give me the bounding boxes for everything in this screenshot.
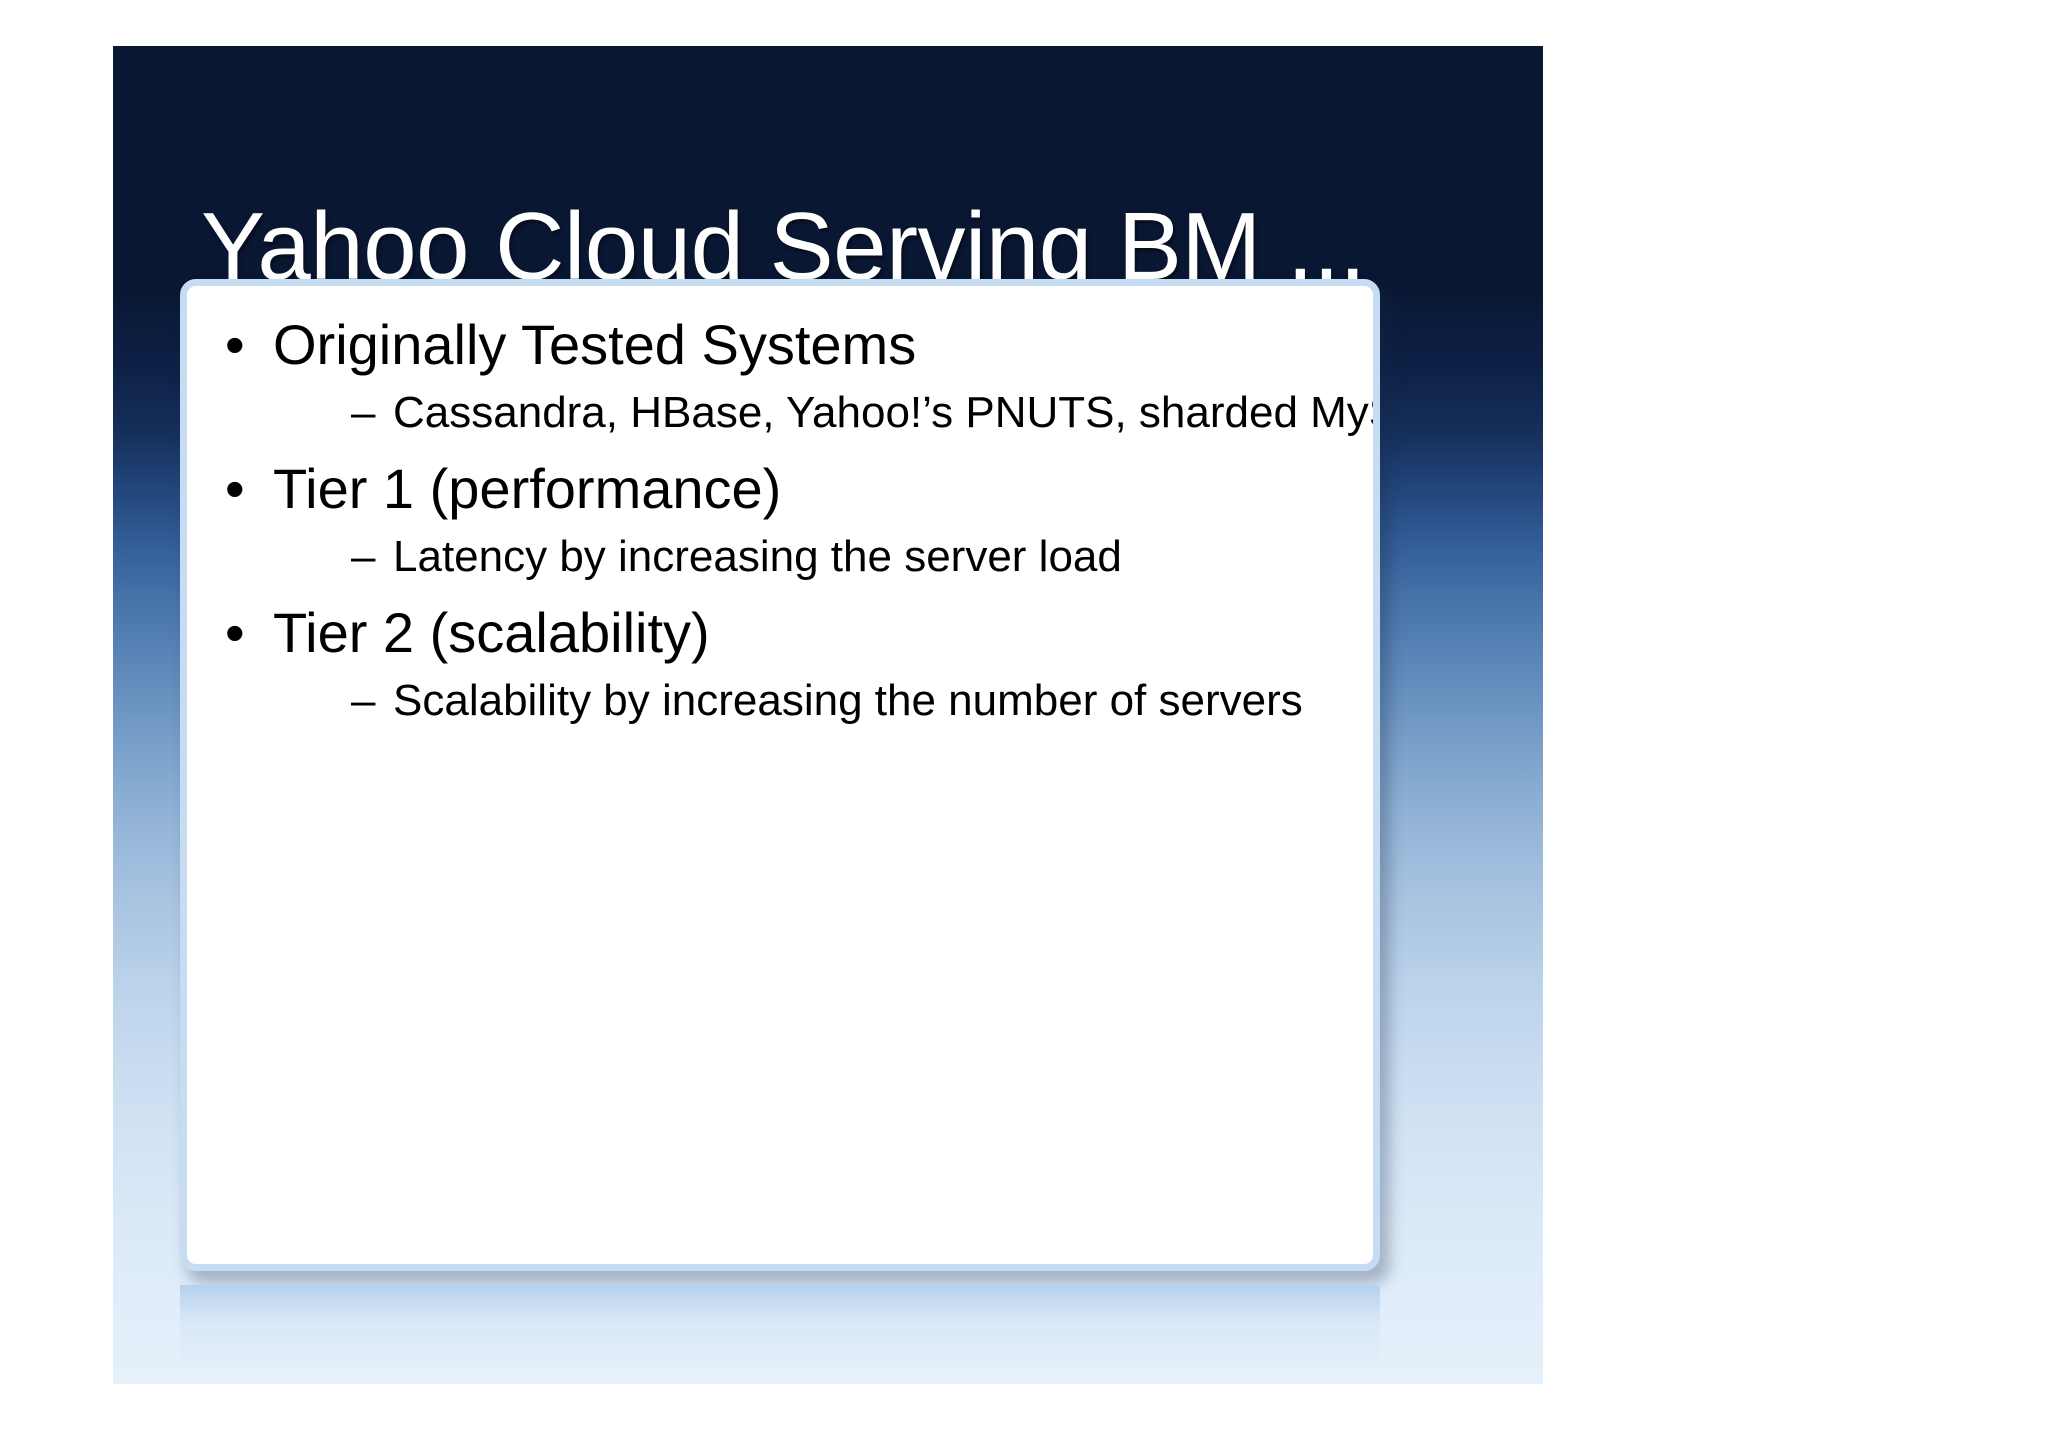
panel-reflection — [180, 1285, 1380, 1380]
bullet-list: • Originally Tested Systems – Cassandra,… — [201, 308, 1380, 730]
bullet-level2: – Scalability by increasing the number o… — [273, 672, 1347, 730]
content-body: • Originally Tested Systems – Cassandra,… — [187, 286, 1373, 1264]
bullet-level1-label: Tier 2 (scalability) — [273, 601, 710, 664]
bullet-level2-label: Latency by increasing the server load — [393, 532, 1122, 581]
bullet-dot-icon: • — [225, 601, 245, 664]
bullet-dash-icon: – — [351, 532, 376, 581]
sub-bullet-list: – Cassandra, HBase, Yahoo!’s PNUTS, shar… — [273, 384, 1380, 442]
bullet-level2: – Latency by increasing the server load — [273, 528, 1347, 586]
bullet-level1-label: Tier 1 (performance) — [273, 457, 782, 520]
bullet-level1-label: Originally Tested Systems — [273, 313, 917, 376]
bullet-dot-icon: • — [225, 313, 245, 376]
bullet-dash-icon: – — [351, 676, 376, 725]
bullet-dash-icon: – — [351, 388, 376, 437]
content-panel: • Originally Tested Systems – Cassandra,… — [180, 279, 1380, 1271]
bullet-level1: • Tier 2 (scalability) – Scalability by … — [201, 596, 1347, 730]
bullet-level1: • Tier 1 (performance) – Latency by incr… — [201, 452, 1347, 586]
sub-bullet-list: – Scalability by increasing the number o… — [273, 672, 1347, 730]
bullet-dot-icon: • — [225, 457, 245, 520]
bullet-level2: – Cassandra, HBase, Yahoo!’s PNUTS, shar… — [273, 384, 1380, 442]
bullet-level2-label: Scalability by increasing the number of … — [393, 676, 1303, 725]
sub-bullet-list: – Latency by increasing the server load — [273, 528, 1347, 586]
bullet-level2-label: Cassandra, HBase, Yahoo!’s PNUTS, sharde… — [393, 388, 1380, 437]
bullet-level1: • Originally Tested Systems – Cassandra,… — [201, 308, 1380, 442]
